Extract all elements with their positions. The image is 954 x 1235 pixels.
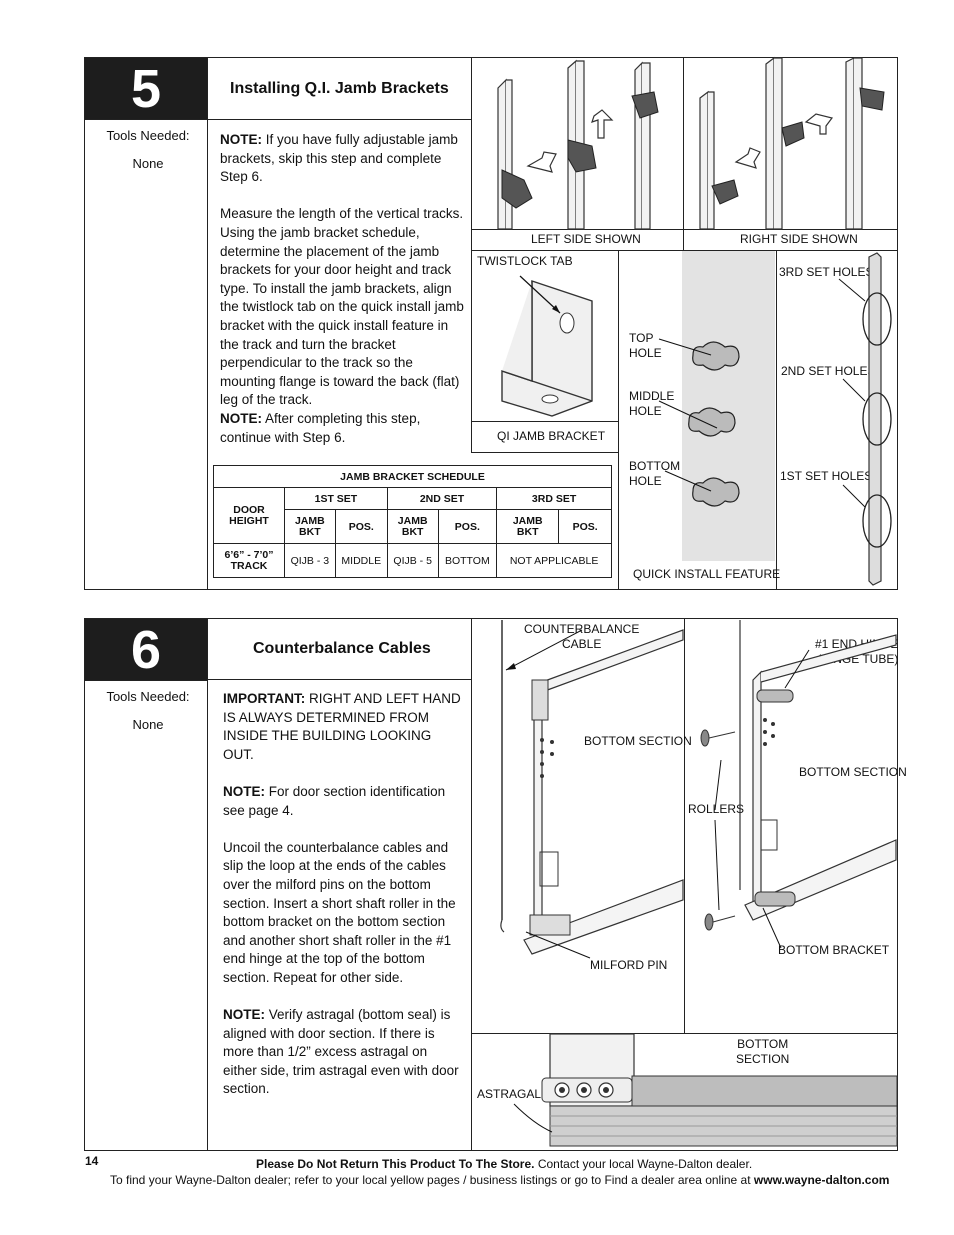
divider bbox=[776, 250, 777, 589]
step6-tools-value: None bbox=[132, 717, 164, 732]
footer-dealer-text: To find your Wayne-Dalton dealer; refer … bbox=[110, 1173, 754, 1187]
divider bbox=[471, 1033, 897, 1034]
note-label: NOTE: bbox=[223, 1007, 265, 1023]
step6-number: 6 bbox=[85, 619, 207, 680]
astragal-label: ASTRAGAL bbox=[477, 1087, 542, 1101]
divider bbox=[471, 619, 472, 1150]
qi-jamb-bracket-label: QI JAMB BRACKET bbox=[497, 429, 606, 443]
note-label: NOTE: bbox=[220, 410, 262, 426]
step6-body: Uncoil the counterbalance cables and sli… bbox=[223, 839, 456, 985]
bottom-section-label: BOTTOM SECTION bbox=[736, 1037, 790, 1066]
left-bottom-section-illustration bbox=[500, 620, 684, 959]
right-bottom-section-illustration bbox=[700, 620, 897, 949]
step5-title: Installing Q.I. Jamb Brackets bbox=[230, 80, 449, 97]
divider bbox=[85, 119, 207, 120]
footer-line-1: Please Do Not Return This Product To The… bbox=[256, 1157, 752, 1171]
important-label: IMPORTANT: bbox=[223, 691, 306, 706]
step5-instructions: NOTE: If you have fully adjustable jamb … bbox=[220, 131, 465, 447]
track-holes-illustration bbox=[838, 252, 892, 586]
step6-instructions: IMPORTANT: RIGHT AND LEFT HAND IS ALWAYS… bbox=[223, 690, 463, 1099]
table-cell: QIJB - 5 bbox=[386, 543, 439, 578]
astragal-detail-illustration bbox=[513, 1033, 898, 1147]
divider bbox=[471, 229, 897, 230]
set-header: 2ND SET bbox=[386, 487, 498, 510]
row-label: 6’6” - 7’0” TRACK bbox=[213, 543, 285, 578]
jamb-bkt-header: JAMB BKT bbox=[284, 509, 336, 544]
step6-tools-label: Tools Needed: bbox=[106, 689, 190, 704]
jamb-bracket-schedule: JAMB BRACKET SCHEDULE DOOR HEIGHT 1ST SE… bbox=[213, 465, 612, 578]
door-height-header: DOOR HEIGHT bbox=[213, 487, 285, 544]
divider bbox=[207, 679, 471, 680]
divider bbox=[683, 58, 684, 250]
divider bbox=[684, 619, 685, 1033]
divider bbox=[618, 250, 619, 589]
divider bbox=[471, 421, 618, 422]
schedule-title: JAMB BRACKET SCHEDULE bbox=[213, 465, 612, 488]
footer-line-2: To find your Wayne-Dalton dealer; refer … bbox=[110, 1173, 889, 1187]
1st-set-holes-label: 1ST SET HOLES bbox=[780, 469, 873, 483]
bottom-section-label: BOTTOM SECTION bbox=[584, 734, 692, 748]
step5-panel bbox=[84, 57, 898, 590]
table-cell: BOTTOM bbox=[437, 543, 498, 578]
right-side-track-illustration bbox=[699, 56, 885, 230]
table-cell: MIDDLE bbox=[334, 543, 388, 578]
quick-install-shaded-area bbox=[682, 251, 775, 561]
divider bbox=[207, 619, 208, 1150]
middle-hole-label: MIDDLE HOLE bbox=[629, 389, 675, 418]
note-label: NOTE: bbox=[220, 132, 262, 147]
twistlock-tab-label: TWISTLOCK TAB bbox=[477, 254, 573, 268]
step5-tools-value: None bbox=[132, 156, 164, 171]
set-header: 3RD SET bbox=[496, 487, 612, 510]
step5-tools-label: Tools Needed: bbox=[106, 128, 190, 143]
set-header: 1ST SET bbox=[284, 487, 388, 510]
left-side-label: LEFT SIDE SHOWN bbox=[531, 232, 641, 246]
quick-install-holes-illustration bbox=[658, 338, 740, 507]
step5-body: Measure the length of the vertical track… bbox=[220, 206, 464, 408]
bottom-section-label: BOTTOM SECTION bbox=[799, 765, 907, 779]
footer-contact-text: Contact your local Wayne-Dalton dealer. bbox=[534, 1157, 753, 1171]
table-cell: NOT APPLICABLE bbox=[496, 543, 612, 578]
2nd-set-holes-label: 2ND SET HOLES bbox=[781, 364, 876, 378]
step6-title: Counterbalance Cables bbox=[253, 640, 431, 657]
qi-jamb-bracket-illustration bbox=[501, 275, 593, 417]
note-label: NOTE: bbox=[223, 783, 265, 799]
divider bbox=[207, 119, 471, 120]
jamb-bkt-header: JAMB BKT bbox=[496, 509, 560, 544]
pos-header: POS. bbox=[437, 509, 498, 544]
3rd-set-holes-label: 3RD SET HOLES bbox=[779, 265, 874, 279]
note-text: For door section identification see page… bbox=[223, 783, 446, 818]
divider bbox=[207, 58, 208, 589]
step5-number: 5 bbox=[85, 58, 207, 119]
bottom-hole-label: BOTTOM HOLE bbox=[629, 459, 681, 488]
pos-header: POS. bbox=[558, 509, 612, 544]
rollers-label: ROLLERS bbox=[688, 802, 745, 816]
milford-pin-label: MILFORD PIN bbox=[590, 958, 668, 972]
jamb-bkt-header: JAMB BKT bbox=[386, 509, 439, 544]
pos-header: POS. bbox=[334, 509, 388, 544]
divider bbox=[471, 250, 897, 251]
note-text: If you have fully adjustable jamb bracke… bbox=[220, 132, 458, 185]
divider bbox=[471, 58, 472, 452]
note-text: Verify astragal (bottom seal) is aligned… bbox=[223, 1007, 459, 1097]
note-text: After completing this step, continue wit… bbox=[220, 410, 421, 445]
left-side-track-illustration bbox=[497, 59, 659, 230]
footer-notice: Please Do Not Return This Product To The… bbox=[256, 1157, 535, 1171]
page-number: 14 bbox=[85, 1154, 99, 1168]
important-text: RIGHT AND LEFT HAND IS ALWAYS DETERMINED… bbox=[223, 691, 461, 762]
divider bbox=[85, 680, 207, 681]
divider bbox=[471, 452, 618, 453]
table-cell: QIJB - 3 bbox=[284, 543, 336, 578]
quick-install-feature-label: QUICK INSTALL FEATURE bbox=[633, 567, 781, 581]
bottom-bracket-label: BOTTOM BRACKET bbox=[778, 943, 890, 957]
top-hole-label: TOP HOLE bbox=[629, 331, 662, 360]
counterbalance-cable-label: COUNTERBALANCE CABLE bbox=[524, 622, 640, 651]
right-side-label: RIGHT SIDE SHOWN bbox=[740, 232, 858, 246]
step6-panel bbox=[84, 618, 898, 1151]
website-link[interactable]: www.wayne-dalton.com bbox=[753, 1173, 890, 1187]
